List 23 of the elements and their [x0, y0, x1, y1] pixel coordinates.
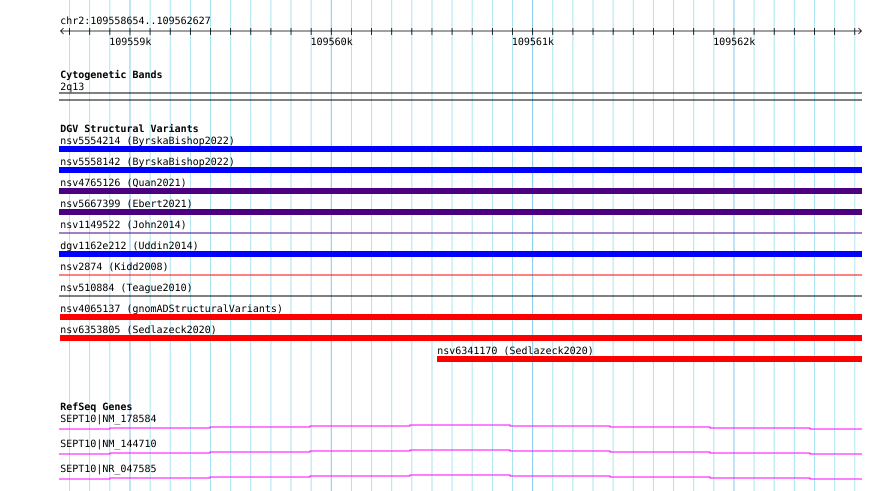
scale-label: 109559k: [110, 37, 152, 46]
band-label: 2q13: [60, 82, 84, 92]
scale-label: 109561k: [513, 37, 554, 46]
track-title: DGV Structural Variants: [60, 124, 198, 132]
variant-label: nsv1149522 (John2014): [61, 220, 185, 230]
variant-label: nsv5558142 (ByrskaBishop2022): [61, 157, 233, 168]
variant-label: nsv4065137 (gnomADStructuralVariants): [61, 304, 281, 314]
variant-label: nsv6353805 (Sedlazeck2020): [61, 325, 215, 334]
track-title: RefSeq Genes: [60, 402, 132, 412]
scale-label: 109560k: [312, 37, 353, 46]
variant-label: nsv4765126 (Quan2021): [61, 178, 185, 188]
transcript-label: SEPT10|NM_144710: [60, 439, 156, 450]
transcript-label: SEPT10|NM_178584: [60, 414, 156, 424]
variant-label: nsv5667399 (Ebert2021): [61, 199, 191, 208]
variant-label: dgv1162e212 (Uddin2014): [60, 241, 197, 252]
scale-label: 109562k: [714, 37, 756, 46]
variant-label: nsv510884 (Teague2010): [61, 283, 191, 294]
variant-label: nsv2874 (Kidd2008): [61, 262, 166, 272]
variant-label: nsv5554214 (ByrskaBishop2022): [61, 136, 233, 146]
track-title: Cytogenetic Bands: [60, 70, 162, 80]
transcript-label: SEPT10|NR_047585: [60, 464, 156, 474]
region-label: chr2:109558654..109562627: [61, 16, 210, 24]
variant-label: nsv6341170 (Sedlazeck2020): [438, 346, 592, 356]
